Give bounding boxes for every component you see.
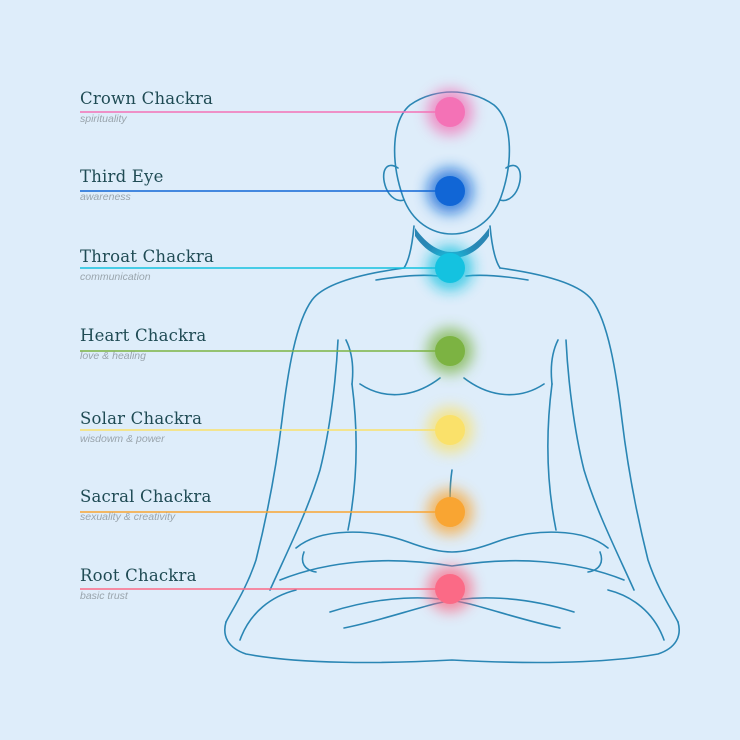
label-throat: Throat Chackra communication xyxy=(80,247,214,283)
chakra-name: Solar Chackra xyxy=(80,409,203,428)
label-heart: Heart Chackra love & healing xyxy=(80,326,206,362)
chakra-desc: spirituality xyxy=(80,113,127,125)
neck-shading xyxy=(415,228,489,258)
body-outline xyxy=(224,91,680,664)
chakra-name: Third Eye xyxy=(80,167,164,186)
label-third-eye: Third Eye awareness xyxy=(80,167,164,203)
chakra-desc: love & healing xyxy=(80,350,146,362)
chakra-points xyxy=(427,89,473,612)
chakra-name: Crown Chackra xyxy=(80,89,214,108)
chakra-dot-solar xyxy=(435,415,465,445)
chakra-dot-sacral xyxy=(435,497,465,527)
leader-lines xyxy=(80,111,446,590)
chakra-desc: wisdowm & power xyxy=(80,433,165,445)
chakra-desc: communication xyxy=(80,271,151,283)
chakra-dot-throat xyxy=(435,253,465,283)
chakra-desc: sexuality & creativity xyxy=(80,511,176,523)
chakra-name: Sacral Chackra xyxy=(80,487,212,506)
chakra-name: Heart Chackra xyxy=(80,326,207,345)
chakra-name: Throat Chackra xyxy=(80,247,215,266)
label-crown: Crown Chackra spirituality xyxy=(80,89,213,125)
chakra-desc: awareness xyxy=(80,191,131,203)
chakra-name: Root Chackra xyxy=(80,566,197,585)
chakra-dot-third-eye xyxy=(435,176,465,206)
chakra-dot-root xyxy=(435,574,465,604)
label-solar: Solar Chackra wisdowm & power xyxy=(80,409,202,445)
chakra-dot-crown xyxy=(435,97,465,127)
label-root: Root Chackra basic trust xyxy=(80,566,197,602)
chakra-desc: basic trust xyxy=(80,590,128,602)
chakra-dot-heart xyxy=(435,336,465,366)
label-sacral: Sacral Chackra sexuality & creativity xyxy=(80,487,211,523)
